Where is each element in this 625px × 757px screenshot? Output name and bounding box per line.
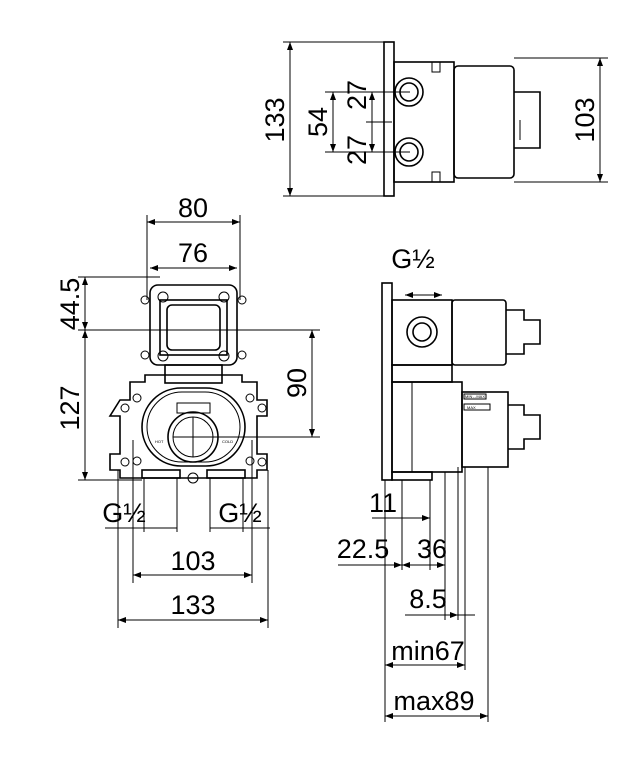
dim-54: 54 [303, 107, 333, 137]
dim-133-top: 133 [260, 97, 290, 142]
front-view: 80 76 HOT COLD 44.5 127 90 [55, 193, 320, 628]
dim-103-front: 103 [170, 546, 215, 576]
dim-27-bottom: 27 [342, 135, 372, 165]
thread-side: G½ [391, 244, 435, 274]
label-hot: HOT [155, 439, 164, 444]
dim-min67: min67 [391, 636, 465, 666]
dim-76: 76 [178, 238, 208, 268]
label-min-max: MIN↔MAX [465, 394, 485, 399]
label-max: MAX [467, 405, 476, 410]
thread-left: G½ [102, 498, 146, 528]
dim-22-5: 22.5 [337, 534, 390, 564]
dim-80: 80 [178, 193, 208, 223]
dim-103-top: 103 [570, 97, 600, 142]
dim-44-5: 44.5 [55, 278, 85, 331]
dim-8-5: 8.5 [409, 584, 447, 614]
dim-90: 90 [282, 368, 312, 398]
top-view: 133 54 27 27 103 [260, 41, 608, 197]
thread-right: G½ [218, 498, 262, 528]
dim-133-front: 133 [170, 590, 215, 620]
dim-127: 127 [55, 385, 85, 430]
dim-max89: max89 [393, 686, 474, 716]
dim-11: 11 [369, 488, 397, 518]
dim-27-top: 27 [342, 80, 372, 110]
side-view: G½ MIN↔MAX MAX 11 22.5 36 8.5 min67 [337, 244, 541, 722]
label-cold: COLD [222, 439, 233, 444]
dim-36: 36 [417, 534, 447, 564]
